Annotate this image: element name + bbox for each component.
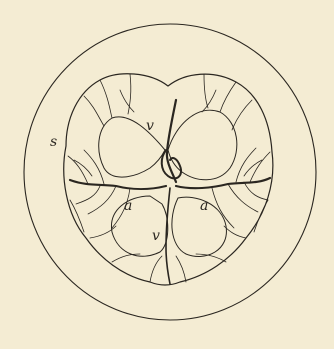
heart-tube xyxy=(162,150,181,178)
vascular-area-outline xyxy=(64,74,273,285)
label-vein-lower: v xyxy=(152,228,160,244)
upper-left-lobe xyxy=(99,117,165,177)
vitelline-artery-left xyxy=(70,180,166,189)
label-sinus-terminalis: s xyxy=(50,134,57,150)
label-artery-right: a xyxy=(200,198,208,214)
vitelline-vein-lower xyxy=(166,188,170,284)
upper-right-lobe xyxy=(168,110,237,180)
label-vein-upper: v xyxy=(146,118,154,134)
lower-left-lobe xyxy=(111,196,167,256)
capillary-network xyxy=(68,74,270,282)
vitelline-artery-right xyxy=(176,178,270,188)
label-artery-left: a xyxy=(124,198,132,214)
